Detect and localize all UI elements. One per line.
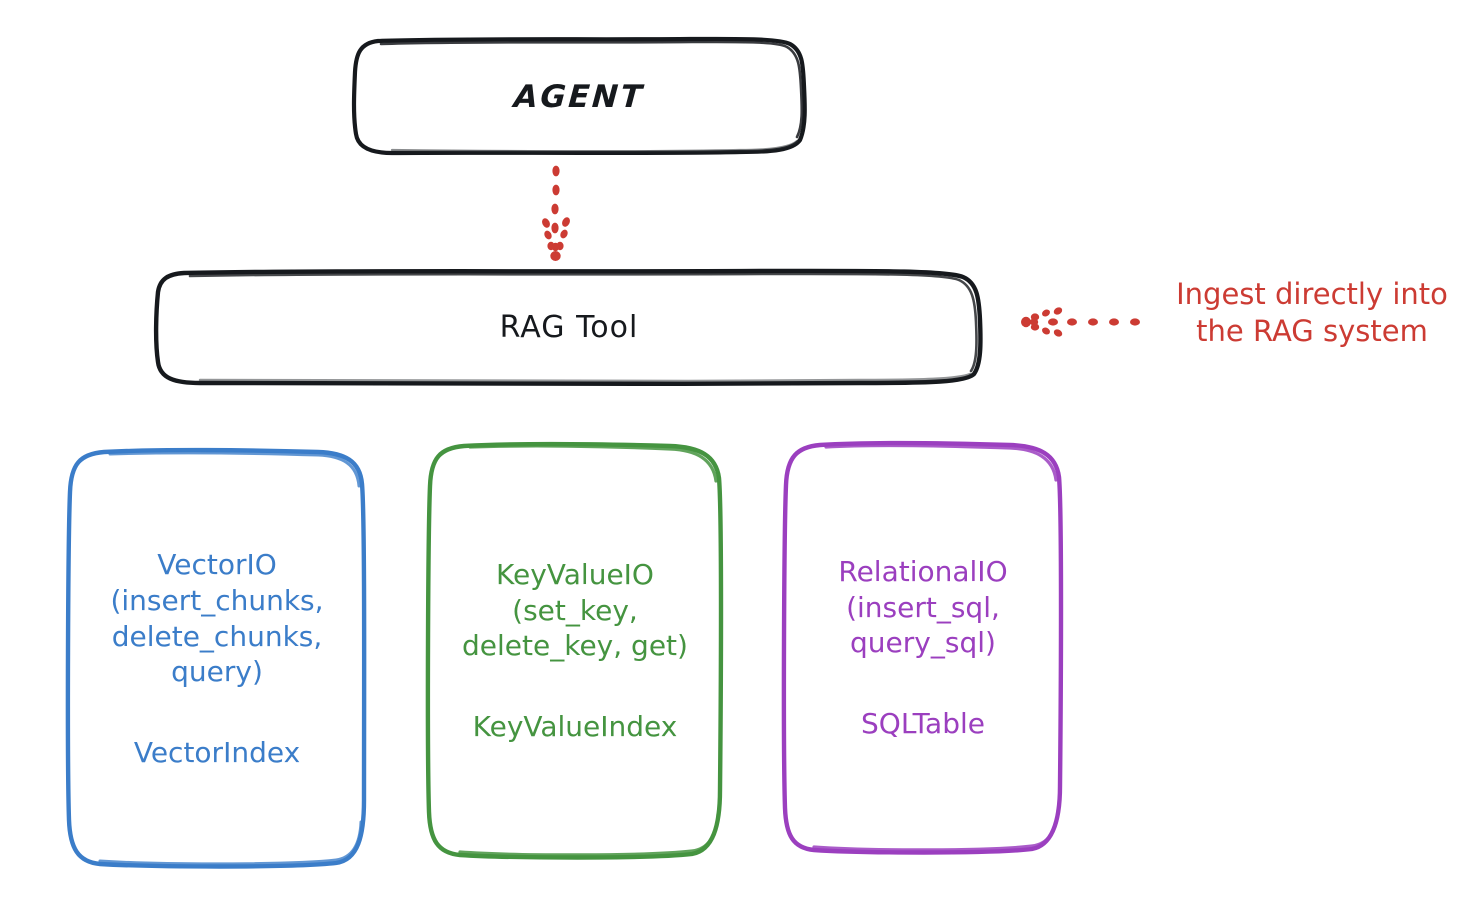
relational-io-box-outline [781,440,1064,855]
key-value-index-label: KeyValueIndex [472,710,678,744]
relational-io-title: RelationalIO (insert_sql, query_sql) [838,554,1008,660]
key-value-io-box-outline [425,441,724,860]
rag-tool-box-outline [153,268,983,387]
relational-io-node[interactable]: RelationalIO (insert_sql, query_sql) SQL… [785,443,1061,851]
vector-io-node[interactable]: VectorIO (insert_chunks, delete_chunks, … [68,450,366,866]
vector-index-label: VectorIndex [133,736,301,770]
rag-tool-node[interactable]: RAG Tool [156,271,982,384]
vector-io-title: VectorIO (insert_chunks, delete_chunks, … [110,547,324,689]
ingest-annotation-text: Ingest directly into the RAG system [1176,277,1448,349]
key-value-io-node[interactable]: KeyValueIO (set_key, delete_key, get) Ke… [428,444,722,856]
dotted-arrow-down-icon [542,165,570,261]
rag-tool-label: RAG Tool [499,310,639,345]
sql-table-label: SQLTable [861,707,985,741]
agent-label: AGENT [512,78,646,115]
agent-node[interactable]: AGENT [353,39,805,154]
key-value-io-title: KeyValueIO (set_key, delete_key, get) [462,557,688,663]
agent-box-outline [351,36,807,156]
dotted-arrow-left-icon [1021,307,1140,337]
vector-io-box-outline [65,447,367,869]
